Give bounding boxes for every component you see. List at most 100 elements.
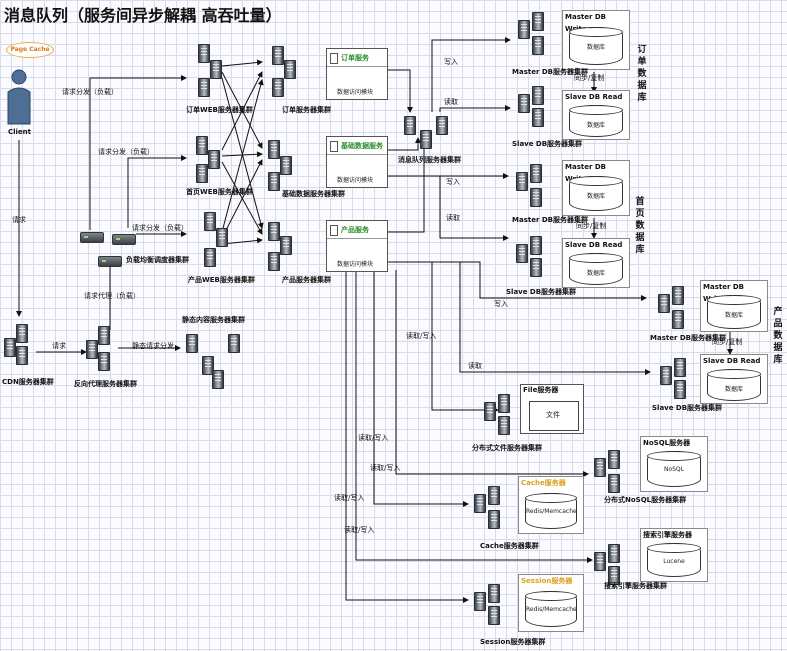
database-cylinder-icon: NoSQL (647, 451, 701, 487)
server-icon (608, 474, 620, 493)
order-service-module: 订单服务 数据访问模块 (326, 48, 388, 100)
server-icon (594, 458, 606, 477)
client-label: Client (8, 128, 32, 136)
cluster-label-cache: Cache服务器集群 (480, 542, 539, 550)
edge-label-sync: 同步/复制 (574, 74, 605, 82)
db-side-label-order: 订单数据库 (637, 45, 647, 103)
server-icon (16, 324, 28, 343)
server-icon (530, 188, 542, 207)
database-cylinder-icon: 数据库 (569, 176, 623, 211)
server-icon (516, 244, 528, 263)
server-icon (530, 258, 542, 277)
edge-lb-orderweb (89, 75, 187, 230)
server-icon (488, 606, 500, 625)
server-icon (198, 44, 210, 63)
order-master-db-box: Master DB Write 数据库 (562, 10, 630, 70)
cache-server-box: Cache服务器 Redis/Memcache (518, 476, 584, 534)
product-master-db-box: Master DB Write 数据库 (700, 280, 768, 332)
edge-label-dispatch: 请求分发（负载） (132, 224, 188, 232)
cluster-label-proxy: 反向代理服务器集群 (74, 380, 137, 388)
cluster-label-order-web: 订单WEB服务器集群 (186, 106, 253, 114)
server-icon (210, 60, 222, 79)
server-icon (436, 116, 448, 135)
server-icon (608, 450, 620, 469)
server-icon (204, 248, 216, 267)
server-icon (518, 20, 530, 39)
edge-label-rw: 读取/写入 (334, 494, 365, 502)
server-icon (16, 346, 28, 365)
server-icon (608, 544, 620, 563)
server-icon (196, 164, 208, 183)
server-icon (498, 416, 510, 435)
database-cylinder-icon: Redis/Memcache (525, 493, 577, 529)
database-cylinder-icon: 数据库 (569, 253, 623, 285)
server-icon (530, 236, 542, 255)
module-title: 产品服务 (341, 226, 369, 234)
database-cylinder-icon: 数据库 (569, 27, 623, 65)
server-icon (672, 286, 684, 305)
client-user-icon (7, 69, 31, 125)
server-icon (594, 552, 606, 571)
cluster-label-lb: 负载均衡调度器集群 (126, 256, 189, 264)
edge-label-request: 请求 (12, 216, 26, 224)
server-icon (204, 212, 216, 231)
edge-label-sync: 同步/复制 (576, 222, 607, 230)
server-icon (208, 150, 220, 169)
server-icon (484, 402, 496, 421)
cluster-label-master: Master DB服务器集群 (512, 68, 588, 76)
search-server-box: 搜索引擎服务器 Lucene (640, 528, 708, 582)
base-data-service-module: 基础数据服务 数据访问模块 (326, 136, 388, 188)
server-icon (516, 172, 528, 191)
server-icon (518, 94, 530, 113)
cluster-label-order-svc: 订单服务器集群 (282, 106, 331, 114)
edge-label-sync: 同步/复制 (712, 338, 743, 346)
server-icon (420, 130, 432, 149)
edge-label-rw: 读取/写入 (370, 464, 401, 472)
edge-label-proxy: 请求代理（负载） (84, 292, 140, 300)
server-icon (212, 370, 224, 389)
cluster-label-home-web: 首页WEB服务器集群 (186, 188, 253, 196)
server-icon (284, 60, 296, 79)
server-icon (672, 310, 684, 329)
edge-label-read: 读取 (446, 214, 460, 222)
server-icon (186, 334, 198, 353)
database-cylinder-icon: Redis/Memcache (525, 591, 577, 627)
module-note: 数据访问模块 (337, 261, 374, 268)
cluster-label-master: Master DB服务器集群 (512, 216, 588, 224)
db-side-label-home: 首页数据库 (635, 197, 645, 255)
edge-label-rw: 读取/写入 (406, 332, 437, 340)
edge-label-write: 写入 (444, 58, 458, 66)
server-icon (404, 116, 416, 135)
load-balancer-icon (80, 232, 104, 243)
nosql-server-box: NoSQL服务器 NoSQL (640, 436, 708, 492)
server-icon (268, 172, 280, 191)
database-cylinder-icon: 数据库 (707, 369, 761, 401)
edge-label-rw: 读取/写入 (344, 526, 375, 534)
cluster-label-master: Master DB服务器集群 (650, 334, 726, 342)
server-icon (532, 12, 544, 31)
server-icon (658, 294, 670, 313)
server-icon (608, 566, 620, 585)
server-icon (488, 486, 500, 505)
edge-label-write: 写入 (494, 300, 508, 308)
server-icon (474, 592, 486, 611)
product-slave-db-box: Slave DB Read 数据库 (700, 354, 768, 404)
edge-label-rw: 读取/写入 (358, 434, 389, 442)
page-title: 消息队列（服务间异步解耦 高吞吐量） (4, 6, 282, 25)
server-icon (488, 584, 500, 603)
cluster-label-base-svc: 基础数据服务器集群 (282, 190, 345, 198)
cluster-label-nosql: 分布式NoSQL服务器集群 (604, 496, 687, 504)
edge-label-dispatch: 请求分发（负载） (62, 88, 118, 96)
server-icon (202, 356, 214, 375)
server-icon (532, 36, 544, 55)
database-cylinder-icon: 数据库 (569, 105, 623, 137)
cluster-label-file: 分布式文件服务器集群 (472, 444, 542, 452)
server-icon (4, 338, 16, 357)
order-slave-db-box: Slave DB Read 数据库 (562, 90, 630, 140)
cluster-label-slave: Slave DB服务器集群 (512, 140, 583, 148)
server-icon (268, 140, 280, 159)
server-icon (98, 352, 110, 371)
home-master-db-box: Master DB Write 数据库 (562, 160, 630, 216)
